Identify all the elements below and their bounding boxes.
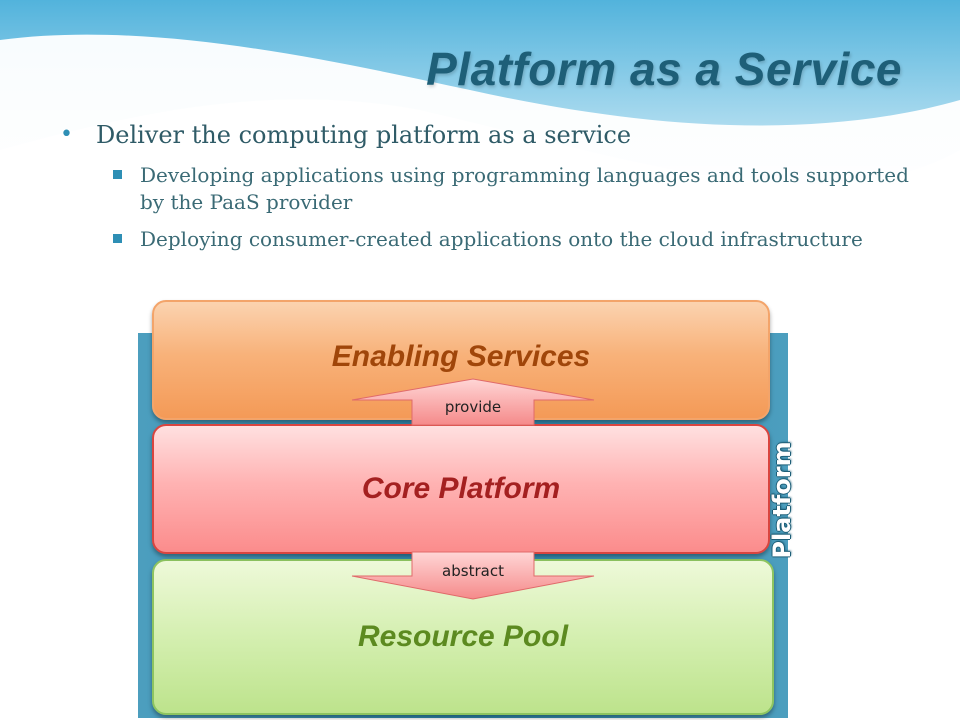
sub-bullet-deploying: Deploying consumer-created applications … (60, 226, 930, 253)
abstract-label: abstract (442, 562, 504, 580)
bullet-list: • Deliver the computing platform as a se… (60, 118, 920, 253)
enabling-services-label: Enabling Services (331, 340, 591, 373)
square-bullet-icon (113, 234, 122, 243)
core-platform-label: Core Platform (361, 472, 561, 505)
provide-label: provide (444, 398, 502, 416)
sub-bullet-text: Deploying consumer-created applications … (140, 227, 863, 251)
core-platform-layer: Core Platform (152, 424, 770, 554)
header-swoosh (0, 0, 960, 330)
header-background (0, 0, 960, 330)
square-bullet-icon (113, 170, 122, 179)
provide-up-arrow-icon (351, 378, 595, 426)
platform-label: Platform (768, 441, 796, 559)
bullet-main-text: Deliver the computing platform as a serv… (96, 121, 632, 149)
sub-bullet-text: Developing applications using programmin… (140, 163, 909, 214)
slide-title: Platform as a Service (426, 43, 902, 95)
abstract-down-arrow-icon (351, 551, 595, 600)
resource-pool-label: Resource Pool (357, 620, 569, 653)
bullet-main: • Deliver the computing platform as a se… (60, 118, 920, 152)
sub-bullet-developing: Developing applications using programmin… (60, 162, 930, 216)
bullet-dot-icon: • (60, 122, 73, 147)
